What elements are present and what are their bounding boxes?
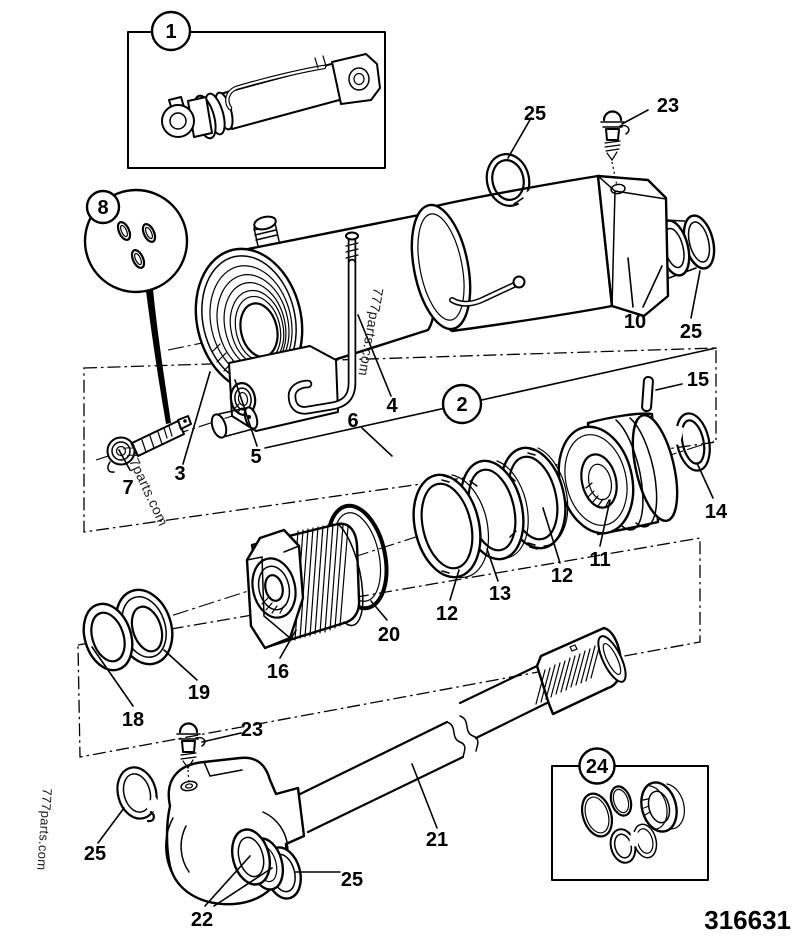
hose-tube-j	[287, 231, 359, 415]
callout-25-top: 25	[524, 103, 546, 125]
callout-circle-8	[85, 189, 121, 225]
callout-18: 18	[122, 709, 144, 731]
gland-nut-16	[245, 522, 364, 650]
piston-rod-assembly	[116, 626, 627, 906]
seal-kit-box: 24	[551, 747, 709, 881]
inset-box-complete-ram: 1	[127, 10, 386, 169]
cylinder-barrel-assembly	[106, 212, 440, 473]
rod-group-outline	[77, 537, 701, 758]
snap-ring-25-top	[485, 153, 537, 211]
callout-12-left: 12	[436, 603, 458, 625]
group-2-outline	[83, 347, 717, 533]
callout-circle-2	[441, 383, 483, 425]
barrel-stub-cap	[253, 215, 277, 231]
barrel-top-port-stub	[253, 222, 280, 247]
callout-1: 1	[165, 21, 176, 43]
callout-4: 4	[386, 395, 398, 417]
sleeve-front-opening	[410, 203, 472, 331]
grease-fitting-bottom	[176, 722, 206, 784]
inset-ram-drawing	[161, 53, 381, 140]
callout-14: 14	[705, 501, 728, 523]
internal-pipe	[449, 275, 526, 307]
callout-7: 7	[122, 477, 133, 499]
callout-circle-24	[578, 747, 616, 785]
part-number: 316631	[704, 905, 791, 935]
callout-5: 5	[250, 446, 261, 468]
sleeve-opening-inner	[417, 213, 465, 321]
callout-25-bottom-left: 25	[84, 843, 106, 865]
grease-port-hole	[610, 183, 626, 195]
detail-leader-thick	[146, 289, 171, 424]
callout-16: 16	[267, 661, 289, 683]
callout-22: 22	[191, 909, 213, 931]
callout-25-bottom-right: 25	[341, 869, 363, 891]
callout-8: 8	[97, 197, 108, 219]
orifice-plug	[210, 406, 259, 439]
callout-25-right: 25	[680, 321, 702, 343]
grease-fitting-top	[600, 110, 630, 187]
rod-break-lines	[446, 715, 479, 758]
seal-stack	[82, 412, 711, 672]
callout-21: 21	[426, 829, 448, 851]
callout-3: 3	[174, 463, 185, 485]
piston-rod-21	[290, 626, 627, 834]
piston-11	[557, 412, 679, 536]
circlip-25-left	[116, 766, 162, 823]
callout-23-bottom: 23	[241, 719, 263, 741]
gland-hex-face	[245, 528, 305, 650]
rod-thread-lines	[535, 643, 601, 705]
o-ring-set	[116, 221, 157, 269]
valve-cartridge	[106, 415, 192, 473]
watermark-left-edge: 777parts.com	[34, 788, 55, 871]
callout-2: 2	[456, 394, 467, 416]
assembly-2-line	[264, 347, 717, 449]
leader-lines	[91, 109, 714, 907]
callout-24: 24	[586, 756, 609, 778]
callout-13: 13	[489, 583, 511, 605]
callout-circle-1	[150, 10, 192, 52]
callout-23-top: 23	[657, 95, 679, 117]
callout-19: 19	[188, 682, 210, 704]
eye-bushings-22	[230, 828, 302, 900]
callout-20: 20	[378, 624, 400, 646]
seal-kit-contents	[580, 781, 685, 864]
detail-circle-o-rings: 8	[83, 188, 189, 424]
callout-11: 11	[589, 549, 610, 571]
retaining-pin-15	[641, 376, 654, 413]
head-block-edges	[597, 175, 667, 307]
callout-6: 6	[347, 410, 358, 432]
wear-ring-12a	[412, 473, 490, 579]
callout-12-right: 12	[551, 565, 573, 587]
callout-10: 10	[624, 311, 646, 333]
callout-15: 15	[687, 369, 709, 391]
rod-head-assembly	[410, 110, 716, 413]
o-ring-14	[667, 412, 711, 472]
callout-labels: 25 23 10 25 15 4 6 5 3 7 14 11 12 13 12 …	[84, 95, 728, 931]
